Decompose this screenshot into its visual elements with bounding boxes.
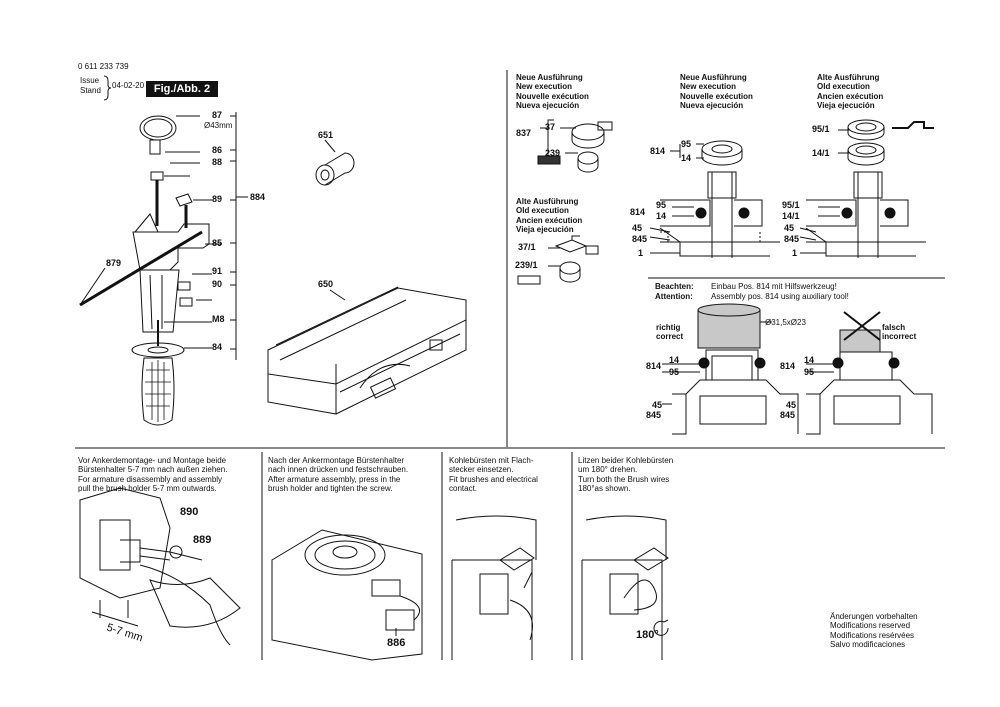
callout-650: 650 [318, 279, 334, 289]
note-right-95: 95 [804, 367, 815, 377]
rotation-angle: 180° [636, 629, 659, 641]
callout-m8: M8 [212, 314, 225, 324]
callout-89: 89 [212, 194, 223, 204]
note-left-814: 814 [646, 361, 662, 371]
callout-884: 884 [250, 192, 266, 202]
callout-45-section: 45 [632, 223, 643, 233]
issue-label: Issue [80, 76, 100, 85]
beachten-label: Beachten: [655, 282, 694, 291]
beachten-text: Einbau Pos. 814 mit Hilfswerkzeug! [711, 282, 837, 291]
callout-651: 651 [318, 130, 334, 140]
note-left-845: 845 [646, 410, 662, 420]
instruction-3: Kohlebürsten mit Flach-stecker einsetzen… [449, 456, 538, 493]
callout-37: 37 [545, 122, 556, 132]
callout-239: 239 [545, 148, 561, 158]
attention-text: Assembly pos. 814 using auxiliary tool! [711, 292, 849, 301]
callout-14-top: 14 [681, 153, 692, 163]
issue-date: 04-02-20 [112, 81, 145, 90]
callout-890: 890 [180, 506, 199, 518]
callout-95-section: 95 [656, 200, 667, 210]
figure-label: Fig./Abb. 2 [146, 81, 218, 97]
callout-814-top: 814 [650, 146, 666, 156]
note-right-45: 45 [786, 400, 797, 410]
callout-37-1: 37/1 [518, 242, 536, 252]
callout-14-1-section: 14/1 [782, 211, 800, 221]
callout-95-1-section: 95/1 [782, 200, 800, 210]
callout-diameter: Ø43mm [204, 121, 233, 130]
note-left-95: 95 [669, 367, 680, 377]
note-left-14: 14 [669, 355, 680, 365]
callout-845-old: 845 [784, 234, 800, 244]
callout-1-section: 1 [638, 248, 644, 258]
callout-845-section: 845 [632, 234, 648, 244]
callout-45-old: 45 [784, 223, 795, 233]
callout-95-top: 95 [681, 139, 692, 149]
callout-85: 85 [212, 238, 223, 248]
callout-886: 886 [387, 637, 406, 649]
callout-86: 86 [212, 145, 223, 155]
note-right-845: 845 [780, 410, 796, 420]
callout-889: 889 [193, 534, 212, 546]
note-right-14: 14 [804, 355, 815, 365]
callout-91: 91 [212, 266, 223, 276]
callout-837: 837 [516, 128, 532, 138]
attention-label: Attention: [655, 292, 693, 301]
part-number: 0 611 233 739 [78, 62, 129, 71]
tool-dimensions: Ø31,5xØ23 [765, 318, 806, 327]
callout-88: 88 [212, 157, 223, 167]
callout-14-1-top: 14/1 [812, 148, 830, 158]
callout-90: 90 [212, 279, 223, 289]
callout-84: 84 [212, 342, 223, 352]
stand-label: Stand [80, 86, 101, 95]
note-left-45: 45 [652, 400, 663, 410]
callout-95-1-top: 95/1 [812, 124, 830, 134]
callout-814-section: 814 [630, 207, 646, 217]
callout-1-old: 1 [792, 248, 798, 258]
callout-14-section: 14 [656, 211, 667, 221]
callout-239-1: 239/1 [515, 260, 538, 270]
note-right-814: 814 [780, 361, 796, 371]
callout-879: 879 [106, 258, 122, 268]
callout-87: 87 [212, 110, 223, 120]
